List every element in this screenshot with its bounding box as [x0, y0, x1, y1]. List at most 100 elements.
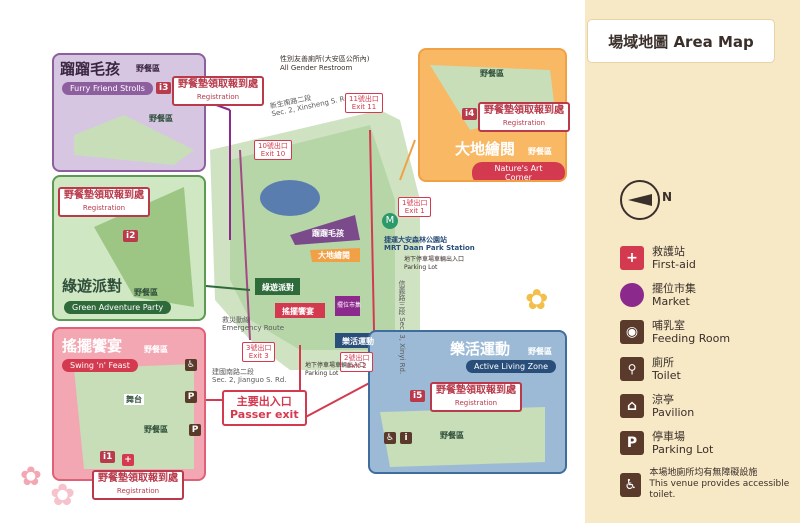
legend-market-zh: 擺位市集	[652, 282, 696, 295]
reg-point-i3: i3	[156, 82, 172, 94]
legend-toilet-zh: 廁所	[652, 356, 674, 369]
reg-box-active-label: 野餐墊領取報到處	[436, 385, 516, 396]
zone-green[interactable]: 綠遊派對 野餐區 Green Adventure Party	[52, 175, 206, 321]
map-title: 場域地圖 Area Map	[588, 20, 774, 62]
park-map-svg	[174, 89, 420, 421]
reg-box-active-en: Registration	[454, 399, 498, 407]
tag-active: 樂活運動	[342, 337, 374, 346]
reg-box-green-en: Registration	[82, 204, 126, 212]
first-aid-icon: +	[122, 454, 134, 466]
road-xinyi: 信義路三段 Sec. 3, Xinyi Rd.	[398, 280, 406, 374]
zone-green-title: 綠遊派對	[62, 277, 123, 295]
swing-block	[275, 303, 325, 318]
tag-swing: 搖擺饗宴	[282, 307, 314, 316]
main-entrance-en: Passer exit	[230, 408, 299, 421]
gender-restroom-label: 性別友善廁所	[280, 55, 322, 63]
zone-furry-picnic-area: 野餐區	[149, 114, 173, 123]
exit-10-en: Exit 10	[260, 150, 286, 158]
exit-3-zh: 3號出口	[246, 344, 272, 352]
park-map: 蹓蹓毛孩 Furry Friend Strolls 野餐區 野餐區 i3 野餐墊…	[20, 48, 570, 513]
tag-market: 擺位市集	[337, 302, 362, 309]
parking-icon: P	[185, 391, 197, 403]
tag-nature: 大地繪閱	[318, 251, 350, 260]
exit-1-en: Exit 1	[404, 207, 425, 215]
reg-box-active[interactable]: 野餐墊領取報到處 Registration	[430, 382, 522, 412]
reg-point-i4: i4	[462, 108, 478, 120]
road-xinyi-en: Sec. 3, Xinyi Rd.	[398, 317, 406, 375]
zone-swing-picnic-tag: 野餐區	[144, 345, 168, 354]
route-line	[239, 149, 251, 341]
parking-icon: P	[620, 431, 644, 455]
exit-11-en: Exit 11	[351, 103, 377, 111]
emergency-route-en: Emergency Route	[222, 324, 285, 332]
gender-restroom-sub: (大安區公所內)	[322, 55, 370, 63]
zone-nature-picnic-area: 野餐區	[480, 69, 504, 78]
reg-point-i5: i5	[410, 390, 426, 402]
gender-restroom-en: All Gender Restroom	[280, 64, 353, 72]
exit-2-en: Exit 2	[346, 362, 367, 370]
compass-north-label: N	[662, 190, 673, 204]
exit-2-zh: 2號出口	[344, 354, 370, 362]
zone-nature-title: 大地繪閱	[455, 140, 516, 158]
zone-furry-title: 蹓蹓毛孩	[60, 60, 121, 78]
toilet-icon-active: i	[400, 432, 412, 444]
road-jianguo-en: Sec. 2, Jianguo S. Rd.	[212, 376, 287, 384]
zone-swing-english: Swing 'n' Feast	[62, 359, 138, 372]
compass-icon	[620, 180, 660, 220]
road-xinyi-zh: 信義路三段	[398, 280, 406, 315]
legend-parking-zh: 停車場	[652, 430, 685, 443]
legend-feeding-en: Feeding Room	[652, 332, 731, 345]
reg-box-furry-label: 野餐墊領取報到處	[178, 79, 258, 90]
zone-active-english: Active Living Zone	[466, 360, 556, 373]
legend-first-aid-en: First-aid	[652, 258, 696, 271]
reg-box-green-label: 野餐墊領取報到處	[64, 190, 144, 201]
market-icon	[620, 283, 644, 307]
legend-first-aid-zh: 救護站	[652, 245, 685, 258]
reg-box-green[interactable]: 野餐墊領取報到處 Registration	[58, 187, 150, 217]
flower-decoration-icon-2: ✿	[50, 478, 76, 513]
exit-10-zh: 10號出口	[258, 142, 288, 150]
reg-box-nature-label: 野餐墊領取報到處	[484, 105, 564, 116]
tag-green: 綠遊派對	[262, 283, 294, 292]
zone-green-picnic-tag: 野餐區	[134, 288, 158, 297]
reg-point-i1: i1	[100, 451, 116, 463]
legend-feeding-zh: 哺乳室	[652, 319, 685, 332]
legend-accessible-zh: 本場地廁所均有無障礙設施	[649, 468, 758, 478]
accessible-icon: ♿	[185, 359, 197, 371]
zone-swing[interactable]: 搖擺饗宴 野餐區 Swing 'n' Feast 舞台 野餐區 ♿ P P +	[52, 327, 206, 481]
zone-swing-picnic-area: 野餐區	[144, 425, 168, 434]
accessible-icon: ♿	[620, 472, 642, 497]
zone-furry-english: Furry Friend Strolls	[62, 82, 153, 95]
zone-nature-picnic-tag: 野餐區	[528, 147, 552, 156]
zone-furry[interactable]: 蹓蹓毛孩 Furry Friend Strolls 野餐區 野餐區	[52, 53, 206, 172]
mrt-station-zh: 捷運大安森林公園站	[384, 236, 447, 244]
reg-point-i2: i2	[123, 230, 139, 242]
emergency-route-zh: 救災動線	[222, 316, 250, 324]
legend-accessible-en: This venue provides accessible toilet.	[649, 479, 790, 500]
first-aid-icon: +	[620, 246, 644, 270]
legend-parking-en: Parking Lot	[652, 443, 714, 456]
exit-1-zh: 1號出口	[402, 199, 428, 207]
mrt-icon: M	[382, 213, 398, 229]
furry-block	[290, 215, 360, 245]
